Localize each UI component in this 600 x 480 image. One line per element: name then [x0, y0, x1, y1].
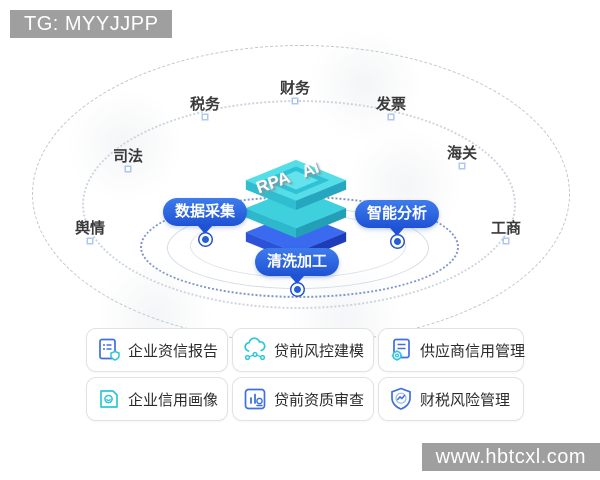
- card-label: 贷前风控建模: [274, 342, 365, 360]
- stage-bubble-label: 清洗加工: [254, 248, 340, 276]
- source-label: 财务: [279, 80, 310, 97]
- stage-dot-icon: [393, 238, 401, 245]
- card-supplier-credit-management: 供应商信用管理: [378, 328, 526, 372]
- stage-dot-icon: [293, 286, 301, 293]
- platform-stack-illustration: [245, 159, 347, 262]
- source-node-finance: 财务: [260, 77, 330, 101]
- stage-cleaning-processing: 清洗加工: [254, 248, 340, 293]
- card-label: 贷前资质审查: [274, 391, 365, 409]
- bubble-pointer-icon: [197, 226, 212, 234]
- stage-data-collection: 数据采集: [162, 198, 248, 243]
- source-node-judicial: 司法: [93, 145, 163, 169]
- source-node-industry-commerce: 工商: [471, 217, 541, 241]
- bubble-pointer-icon: [389, 228, 404, 236]
- bubble-pointer-icon: [289, 276, 304, 284]
- source-label: 工商: [490, 220, 521, 237]
- cloud-network-icon: [244, 337, 266, 361]
- source-label: 海关: [446, 145, 477, 162]
- card-label: 财税风险管理: [420, 391, 511, 409]
- credit-report-icon: [99, 338, 120, 361]
- source-label: 发票: [375, 96, 406, 113]
- source-ring-dotted-ellipse: [82, 100, 516, 309]
- source-label: 司法: [112, 148, 143, 165]
- card-label: 企业资信报告: [128, 342, 219, 360]
- site-watermark-badge: www.hbtcxl.com: [421, 443, 600, 471]
- card-enterprise-credit-report: 企业资信报告: [86, 328, 228, 372]
- stage-bubble-label: 智能分析: [354, 200, 440, 228]
- tg-watermark-badge: TG: MYYJJPP: [10, 10, 173, 38]
- stage-dot-icon: [201, 236, 209, 243]
- source-node-customs: 海关: [427, 142, 497, 166]
- shield-check-icon: [391, 387, 411, 410]
- source-node-invoice: 发票: [356, 93, 426, 117]
- card-label: 供应商信用管理: [420, 342, 526, 360]
- stage-bubble-label: 数据采集: [162, 198, 248, 226]
- card-fiscal-tax-risk-management: 财税风险管理: [378, 377, 524, 421]
- source-node-tax: 税务: [170, 93, 240, 117]
- card-enterprise-credit-portrait: 企业信用画像: [86, 377, 228, 421]
- source-label: 舆情: [74, 220, 105, 237]
- card-preloan-qualification-review: 贷前资质审查: [232, 377, 374, 421]
- source-label: 税务: [189, 96, 220, 113]
- document-gear-icon: [391, 338, 410, 361]
- chart-review-icon: [244, 388, 266, 410]
- card-label: 企业信用画像: [128, 391, 219, 409]
- application-card-grid: 企业资信报告 贷前风控建模: [86, 328, 526, 421]
- source-node-public-opinion: 舆情: [55, 217, 125, 241]
- portrait-image-icon: [100, 390, 118, 408]
- card-preloan-risk-modeling: 贷前风控建模: [232, 328, 374, 372]
- stage-intelligent-analysis: 智能分析: [354, 200, 440, 245]
